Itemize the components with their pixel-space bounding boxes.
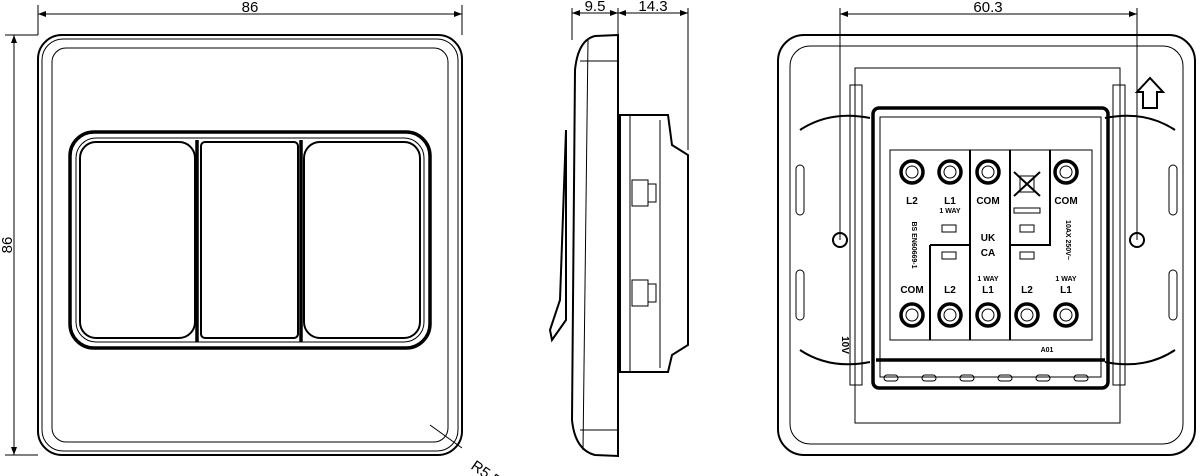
one-way-label: 1 WAY	[1055, 276, 1076, 283]
top-terminals	[899, 159, 1079, 185]
bottom-terminals	[899, 302, 1079, 328]
standard-label: BS EN60669-1	[910, 221, 917, 268]
rating-label: 10AX 250V~	[1064, 220, 1071, 260]
terminal-label: L1	[1060, 285, 1072, 296]
ukca-mark-bottom: CA	[981, 248, 995, 259]
rocker-3	[303, 141, 421, 339]
faceplate-outline	[37, 34, 463, 456]
terminal-label: L2	[906, 196, 918, 207]
terminal-label: L1	[944, 196, 956, 207]
weee-bin-icon	[1013, 171, 1041, 214]
back-plate-outline	[777, 34, 1196, 456]
mechanism-body	[619, 114, 689, 373]
terminal-label: COM	[900, 285, 923, 296]
height-dimension: 86	[0, 237, 16, 254]
switch-mechanism	[871, 106, 1110, 390]
up-arrow-icon	[1134, 76, 1166, 109]
rocker-1	[79, 141, 196, 339]
one-way-label: 1 WAY	[939, 208, 960, 215]
corner-radius-label: R5.5	[468, 457, 504, 476]
terminal-label: COM	[1054, 196, 1077, 207]
side-view: 9.5 14.3	[548, 0, 689, 458]
one-way-label: 1 WAY	[977, 276, 998, 283]
width-dimension: 86	[242, 0, 259, 16]
code-label: A01	[1041, 347, 1054, 354]
faceplate-profile	[570, 33, 619, 458]
plate-depth-dimension: 9.5	[585, 0, 606, 15]
side-mark-label: 10V	[839, 336, 850, 354]
rocker-2	[200, 141, 299, 339]
fixing-centres-dimension: 60.3	[973, 0, 1002, 16]
terminal-label: L2	[944, 285, 956, 296]
back-view: 60.3 L2 L1 1 WAY	[777, 0, 1196, 456]
rocker-profile	[548, 129, 567, 343]
terminal-label: COM	[976, 196, 999, 207]
rocker-frame	[68, 130, 432, 350]
fixing-hole-left	[832, 232, 848, 248]
ukca-mark-top: UK	[981, 233, 996, 244]
bottom-slots	[883, 374, 1089, 382]
front-view: 86 86 R5.5	[0, 0, 503, 476]
body-depth-dimension: 14.3	[638, 0, 667, 15]
terminal-label: L2	[1021, 285, 1033, 296]
terminal-label: L1	[982, 285, 994, 296]
fixing-hole-right	[1129, 232, 1145, 248]
